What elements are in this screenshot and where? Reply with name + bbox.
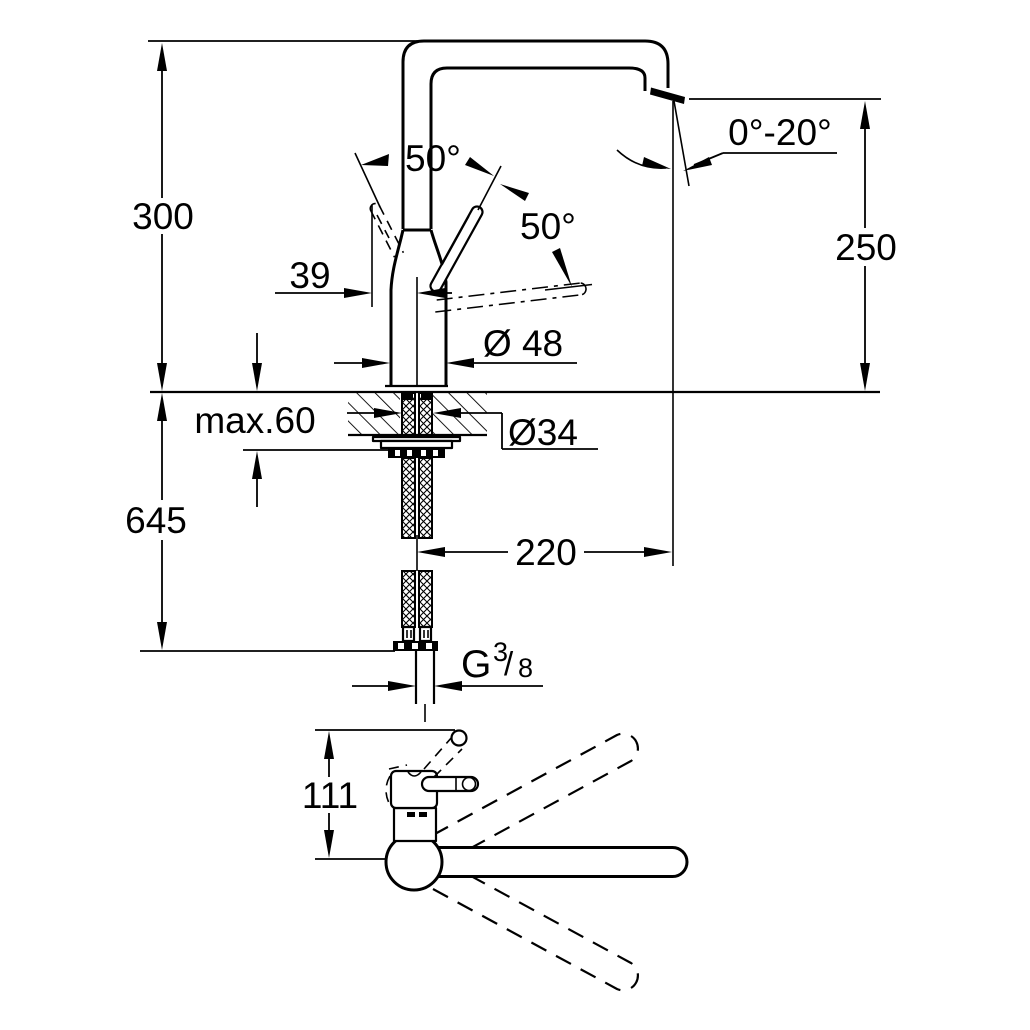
dim-tilt-label: 0°-20° [728, 112, 832, 153]
dim-111: 111 [302, 729, 455, 860]
top-view-body [385, 764, 439, 843]
dim-645-label: 645 [125, 500, 187, 541]
top-view-handle-solid [420, 775, 480, 793]
tail-pipe [414, 651, 436, 722]
dim-48: Ø 48 [334, 323, 577, 368]
hose-end-nuts [393, 641, 438, 651]
front-view-faucet [150, 39, 880, 722]
lever-axis-ext-solid [477, 165, 502, 211]
dim-max60: max.60 [194, 333, 390, 507]
dim-50-left-label: 50° [405, 138, 461, 179]
top-view-spout-dashed-down [432, 862, 639, 992]
flex-hoses-lower [401, 570, 433, 643]
lever-dashed-up-left [369, 202, 405, 258]
annotation-lever-angle-right: 50° [520, 206, 576, 287]
washer [379, 439, 454, 450]
top-view: 111 [302, 729, 689, 992]
lever-dashed-pulled-out [435, 282, 593, 313]
dim-220: 220 [417, 532, 672, 573]
mounting-shank-and-hoses [371, 392, 462, 722]
tilt-arc [616, 149, 667, 169]
dim-max60-label: max.60 [194, 400, 315, 441]
top-view-handle-dashed-raised [423, 729, 468, 778]
dim-48-label: Ø 48 [483, 323, 563, 364]
dim-645: 645 [125, 393, 395, 652]
spout-outlet-face [650, 87, 685, 104]
dim-250: 250 [689, 98, 897, 391]
mounting-nut [388, 448, 445, 458]
thread-denominator: 8 [518, 653, 533, 683]
dim-39-label: 39 [289, 255, 330, 296]
tilted-spout-axis [673, 100, 690, 187]
top-view-spout-dashed-up [432, 732, 639, 862]
dim-250-label: 250 [835, 227, 897, 268]
thread-slash: / [504, 645, 514, 682]
top-view-base-circle [384, 832, 444, 892]
faucet-body [385, 229, 448, 388]
dim-220-label: 220 [515, 532, 577, 573]
dim-300: 300 [132, 40, 420, 391]
dim-300-label: 300 [132, 196, 194, 237]
dim-34: Ø34 [347, 408, 598, 453]
lever-solid [429, 205, 484, 293]
thread-numerator: 3 [493, 637, 508, 667]
dim-39: 39 [275, 205, 452, 307]
dim-111-label: 111 [302, 775, 358, 816]
spout [401, 39, 685, 232]
dim-34-label: Ø34 [508, 412, 578, 453]
dim-50-right-label: 50° [520, 206, 576, 247]
top-view-spout-solid [434, 846, 689, 878]
annotation-spout-tilt: 0°-20° [616, 100, 837, 566]
dim-g38: G 3 / 8 [352, 637, 543, 691]
annotation-lever-angle-left: 50° [354, 138, 529, 211]
lever-axis-ext-left [354, 152, 381, 208]
flex-hoses-upper [401, 457, 433, 539]
thread-g: G [461, 643, 491, 686]
